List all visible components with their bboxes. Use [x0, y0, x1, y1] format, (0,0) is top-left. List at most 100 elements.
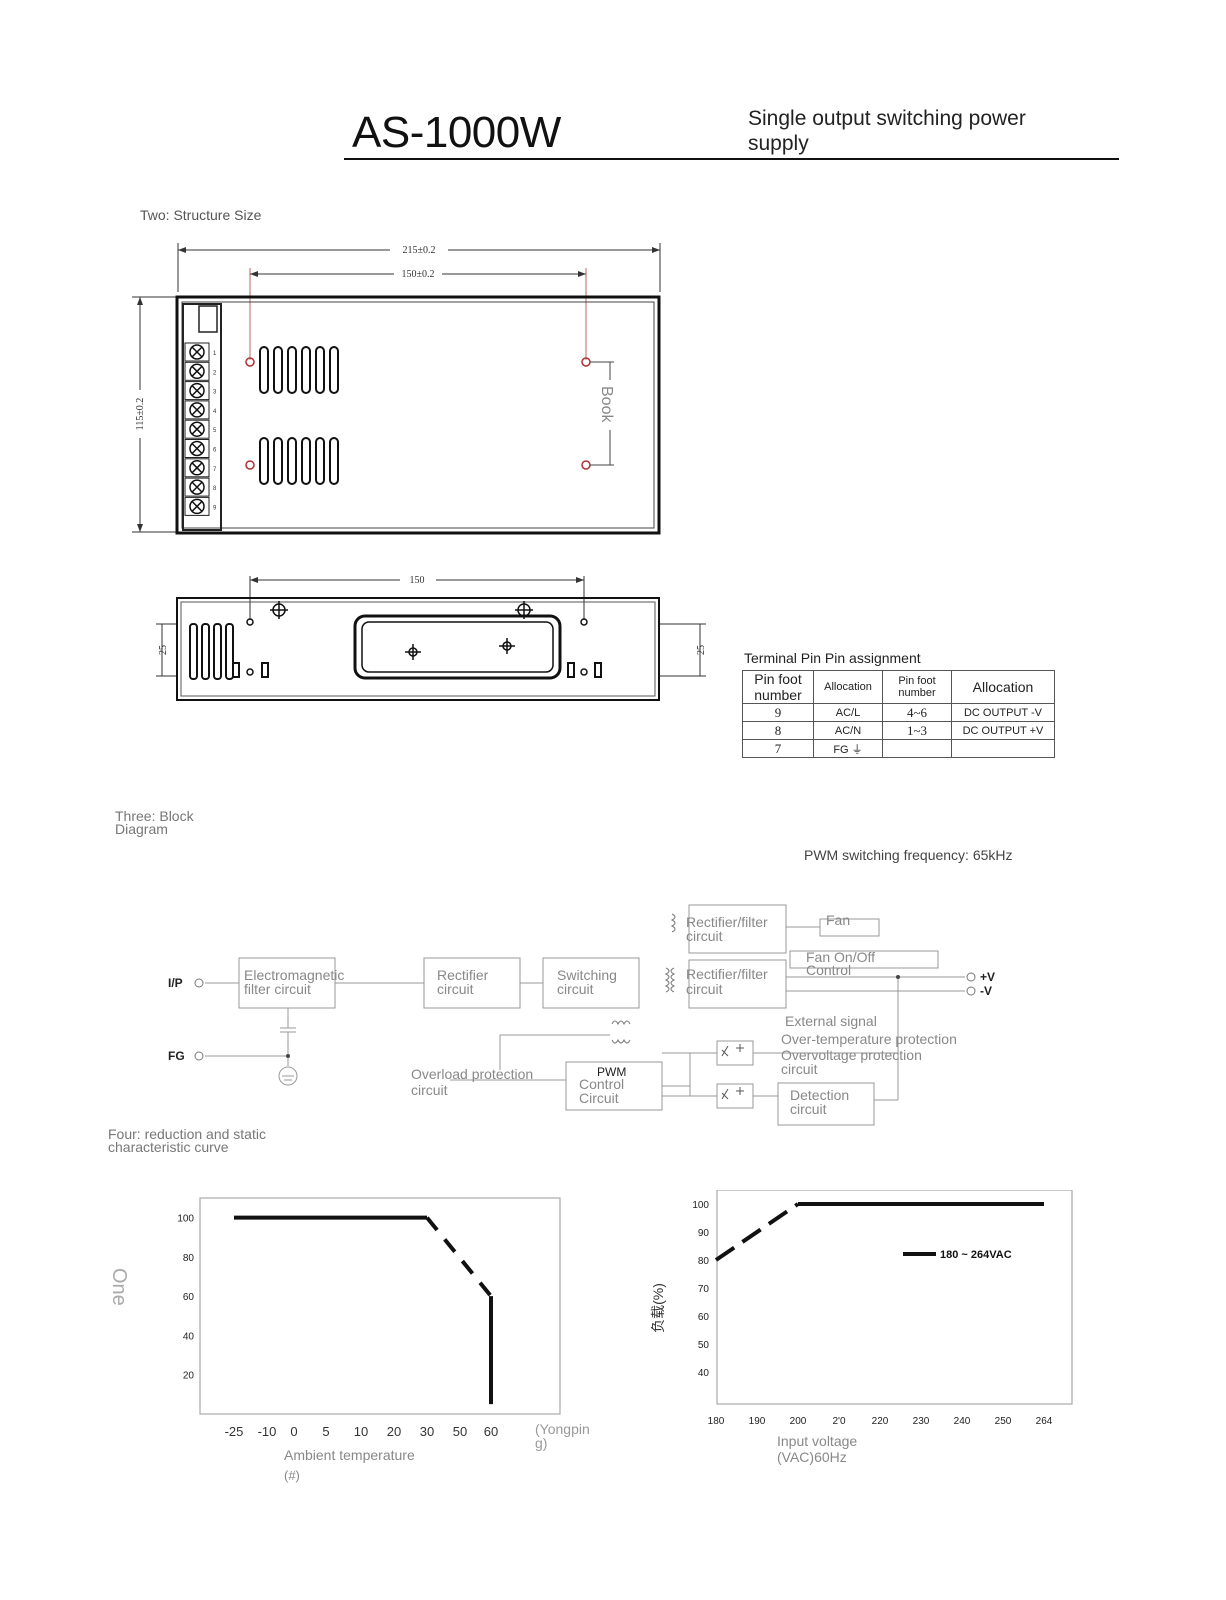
vent-slot: [259, 346, 269, 394]
side-view-outline: [176, 597, 660, 701]
rect-filter-top-1: Rectifier/filter: [686, 914, 768, 930]
x-unit-label: (Yongpin: [535, 1421, 590, 1437]
rectifier-label-1: Rectifier: [437, 967, 489, 983]
block-diagram: Electromagnetic filter circuit Rectifier…: [168, 904, 995, 1126]
pwm-label-2: Control: [579, 1076, 624, 1092]
x-tick-label: 264: [1036, 1416, 1053, 1427]
x-tick-label: 2'0: [832, 1416, 845, 1427]
fan-control-label-1: Fan On/Off: [806, 949, 875, 965]
screw-slot: [191, 442, 203, 455]
terminal-cell: [184, 342, 210, 362]
pin-header-3: Pin foot number: [882, 670, 952, 704]
y-tick-label: 40: [698, 1368, 710, 1379]
series-line: [425, 1216, 493, 1298]
series-line: [714, 1202, 800, 1262]
pin-cell: 9: [742, 703, 814, 722]
y-tick-label: 80: [183, 1253, 195, 1264]
x-axis-label: Ambient temperature: [284, 1447, 415, 1463]
x-tick-label: 50: [453, 1424, 467, 1439]
pin-header-1: Pin foot number: [742, 670, 814, 704]
screw-slot: [191, 423, 203, 435]
over-temp-label: Over-temperature protection: [781, 1031, 957, 1047]
y-axis-label: 负载(%): [650, 1283, 666, 1333]
side-label-book: Book: [598, 386, 615, 423]
side-window: [353, 614, 562, 680]
title-rule: [344, 158, 1119, 160]
curves-section-title: Four: reduction and static characteristi…: [108, 1126, 266, 1155]
side-dim-height-left: 25: [158, 645, 169, 655]
model-title: AS-1000W: [352, 108, 561, 157]
overvoltage-label-2: circuit: [781, 1061, 818, 1077]
terminal-cell: [184, 419, 210, 439]
x-tick-label: 20: [387, 1424, 401, 1439]
rect-filter-main-1: Rectifier/filter: [686, 966, 768, 982]
emi-label-2: filter circuit: [244, 981, 311, 997]
screw-slot: [191, 404, 203, 416]
vent-slot: [287, 346, 297, 394]
structure-section-title: Two: Structure Size: [140, 207, 262, 223]
terminal-number: 5: [213, 428, 217, 434]
y-tick-label: 40: [183, 1331, 195, 1342]
terminal-screw: [189, 344, 205, 360]
y-tick-label: 20: [183, 1371, 195, 1382]
vent-slots: [259, 346, 339, 485]
screw-slot: [191, 500, 203, 512]
terminal-cell: [184, 439, 210, 458]
table-row: 9 AC/L 4~6 DC OUTPUT -V: [742, 703, 1055, 722]
fg-label: FG: [168, 1049, 185, 1063]
dim-hole-spacing: 150±0.2: [402, 269, 435, 280]
vent-slot: [301, 346, 311, 394]
x-axis-label: Input voltage: [777, 1433, 857, 1449]
x-axis-unit: (VAC)60Hz: [777, 1449, 847, 1465]
x-tick-label: 220: [872, 1416, 889, 1427]
y-tick-label: 100: [177, 1214, 194, 1225]
fan-control-label-2: Control: [806, 962, 851, 978]
y-tick-label: 60: [183, 1292, 195, 1303]
terminal-number: 8: [213, 486, 217, 492]
vent-slot: [273, 437, 283, 485]
pin-cell: 4~6: [882, 703, 952, 722]
screw-slot: [191, 481, 203, 493]
screw-slot: [191, 385, 203, 397]
dim-total-width: 215±0.2: [403, 245, 436, 256]
mounting-holes: [245, 357, 591, 470]
plot-frame: [199, 1197, 561, 1415]
terminal-screw: [189, 440, 205, 457]
switching-label-1: Switching: [557, 967, 617, 983]
dim-height: 115±0.2: [135, 398, 146, 431]
terminal-screw: [189, 363, 205, 380]
side-dim-width: 150: [410, 575, 425, 586]
overload-label-2: circuit: [411, 1082, 448, 1098]
vent-slot: [259, 437, 269, 485]
pin-cell: 7: [742, 739, 814, 758]
x-tick-label: 200: [790, 1416, 807, 1427]
terminal-number: 9: [213, 505, 217, 511]
terminal-cell: [184, 496, 210, 516]
terminal-screw: [189, 498, 205, 515]
terminal-number: 6: [213, 448, 217, 454]
top-view-outline: [175, 295, 661, 535]
terminal-cell: [184, 400, 210, 420]
pin-cell: DC OUTPUT +V: [951, 721, 1055, 740]
pin-cell: AC/L: [813, 703, 883, 722]
pin-header-2: Allocation: [813, 670, 883, 704]
screw-slot: [191, 365, 203, 377]
plot-frame: [716, 1190, 1073, 1405]
pwm-label-3: Circuit: [579, 1090, 619, 1106]
vent-slot: [287, 437, 297, 485]
x-tick-label: 190: [749, 1416, 766, 1427]
x-tick-label: 230: [913, 1416, 930, 1427]
product-subtitle: Single output switching power supply: [748, 107, 1026, 155]
x-tick-label: 5: [322, 1424, 329, 1439]
y-tick-label: 90: [698, 1228, 710, 1239]
pin-cell: FG ⏚: [813, 739, 883, 758]
x-tick-label: 10: [354, 1424, 368, 1439]
vent-slot: [315, 346, 325, 394]
y-tick-label: 100: [692, 1200, 709, 1211]
table-row: 8 AC/N 1~3 DC OUTPUT +V: [742, 721, 1055, 740]
vent-slot: [301, 437, 311, 485]
